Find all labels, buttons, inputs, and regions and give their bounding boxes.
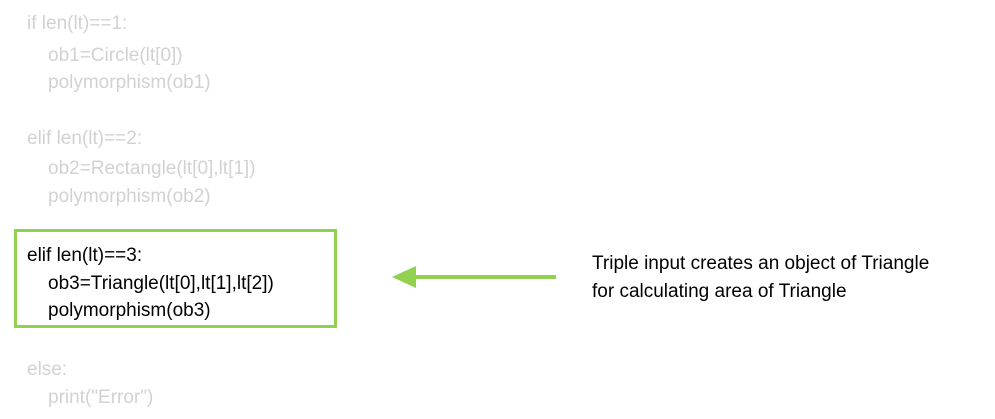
left-arrow-icon	[392, 266, 556, 288]
code-line-if-len-1: if len(lt)==1:	[27, 13, 128, 34]
code-line-triangle-assign: ob3=Triangle(lt[0],lt[1],lt[2])	[48, 273, 274, 294]
code-line-polymorphism-ob1: polymorphism(ob1)	[48, 72, 211, 93]
code-line-elif-len-3: elif len(lt)==3:	[27, 245, 143, 266]
annotation-line-2: for calculating area of Triangle	[592, 281, 847, 302]
code-line-print-error: print("Error")	[48, 387, 154, 408]
code-line-polymorphism-ob2: polymorphism(ob2)	[48, 186, 211, 207]
arrow-head	[392, 266, 416, 288]
code-line-circle-assign: ob1=Circle(lt[0])	[48, 45, 183, 66]
code-line-elif-len-2: elif len(lt)==2:	[27, 128, 143, 149]
code-line-polymorphism-ob3: polymorphism(ob3)	[48, 300, 211, 321]
code-line-rectangle-assign: ob2=Rectangle(lt[0],lt[1])	[48, 158, 256, 179]
highlight-box	[14, 229, 337, 328]
code-line-else: else:	[27, 359, 68, 380]
annotation-line-1: Triple input creates an object of Triang…	[592, 253, 930, 274]
